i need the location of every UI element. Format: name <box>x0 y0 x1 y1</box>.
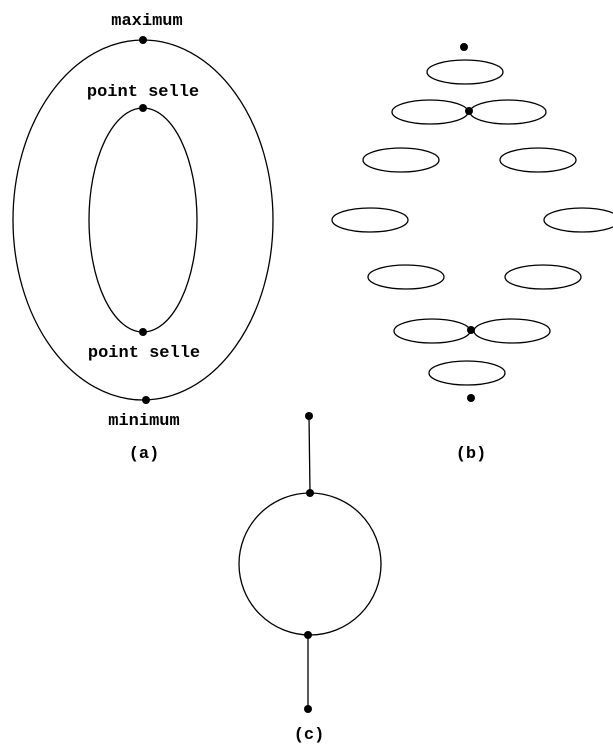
figure-c: (c) <box>238 412 382 745</box>
slice-ellipse <box>426 59 504 85</box>
slice-ellipse <box>504 264 582 290</box>
slice-ellipse <box>473 318 551 344</box>
top-point <box>460 43 468 51</box>
inner-ellipse <box>88 107 198 333</box>
label-saddle-top: point selle <box>87 83 199 102</box>
saddle-point-bottom <box>467 326 475 334</box>
bottom-point <box>467 394 475 402</box>
caption-b: (b) <box>456 445 487 464</box>
label-saddle-bottom: point selle <box>88 344 200 363</box>
caption-c: (c) <box>294 726 325 745</box>
maximum-point <box>139 36 147 44</box>
label-maximum: maximum <box>111 12 182 31</box>
node-saddle-top <box>306 489 314 497</box>
node-saddle-bottom <box>304 631 312 639</box>
slice-ellipse <box>428 360 506 386</box>
node-maximum <box>305 412 313 420</box>
slice-ellipse <box>393 318 471 344</box>
node-minimum <box>304 705 312 713</box>
saddle-point-top <box>465 107 473 115</box>
slice-ellipse <box>391 99 469 125</box>
slice-ellipse <box>499 147 577 173</box>
graph-cycle <box>238 492 382 636</box>
minimum-point <box>142 396 150 404</box>
slice-ellipse <box>331 207 409 233</box>
slice-ellipse <box>469 99 547 125</box>
caption-a: (a) <box>129 445 160 464</box>
saddle-point-bottom <box>139 328 147 336</box>
figure-b: (b) <box>331 43 613 464</box>
figure-a: maximum point selle point selle minimum … <box>12 12 274 464</box>
label-minimum: minimum <box>108 412 179 431</box>
upper-edge <box>308 415 311 494</box>
slice-ellipse <box>367 264 445 290</box>
slice-ellipse <box>543 207 613 233</box>
saddle-point-top <box>139 104 147 112</box>
slice-ellipse <box>362 147 440 173</box>
